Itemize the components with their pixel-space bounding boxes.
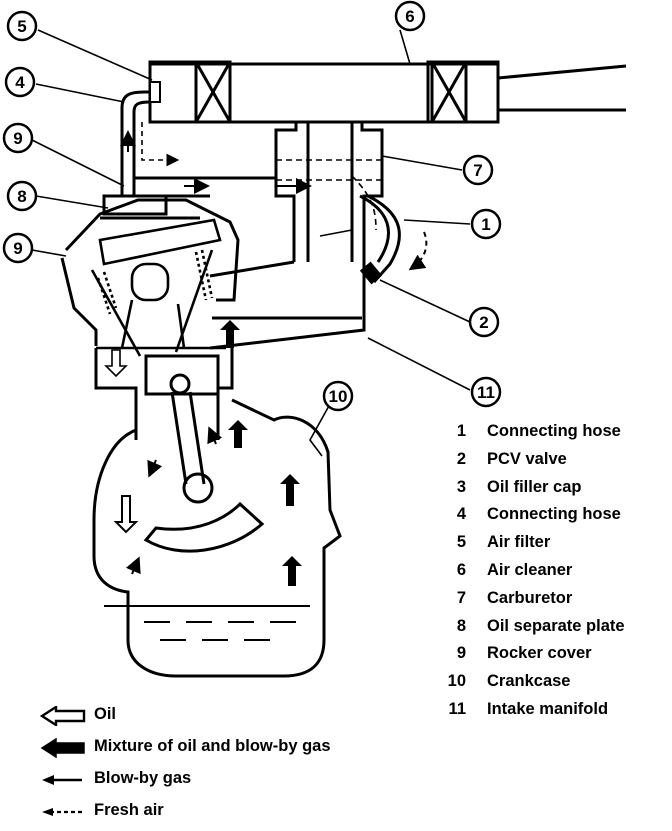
leader-lines bbox=[31, 29, 471, 457]
air-filter bbox=[149, 81, 161, 103]
svg-text:7: 7 bbox=[473, 161, 482, 180]
crankcase-flow-arrows bbox=[104, 320, 302, 586]
legend-item-fresh-air: Fresh air bbox=[40, 799, 460, 831]
svg-text:4: 4 bbox=[15, 73, 25, 92]
engine-block bbox=[94, 348, 265, 553]
svg-text:11: 11 bbox=[477, 383, 495, 402]
callout-7: 7 bbox=[462, 154, 494, 186]
legend-item-blow-by-gas: Blow-by gas bbox=[40, 767, 460, 799]
parts-list-item: 5 Air filter bbox=[436, 533, 672, 561]
part-name: Rocker cover bbox=[487, 644, 592, 663]
dashed-arrow-icon bbox=[42, 808, 82, 816]
part-number: 5 bbox=[456, 533, 466, 552]
part-name: Carburetor bbox=[487, 588, 573, 607]
legend-item-mixture: Mixture of oil and blow-by gas bbox=[40, 735, 460, 767]
part-name: Oil separate plate bbox=[487, 616, 625, 635]
parts-list-item: 10 Crankcase bbox=[436, 672, 672, 700]
part-number: 2 bbox=[456, 449, 466, 468]
parts-list-item: 2 PCV valve bbox=[436, 450, 672, 478]
part-number: 8 bbox=[456, 616, 466, 635]
callout-6: 6 bbox=[394, 0, 426, 32]
part-number: 4 bbox=[456, 505, 466, 524]
legend-label: Oil bbox=[94, 705, 117, 723]
part-number: 7 bbox=[456, 588, 466, 607]
parts-list-item: 3 Oil filler cap bbox=[436, 478, 672, 506]
svg-text:9: 9 bbox=[13, 129, 22, 148]
parts-list-item: 1 Connecting hose bbox=[436, 422, 672, 450]
svg-text:2: 2 bbox=[479, 313, 488, 332]
part-name: PCV valve bbox=[487, 449, 567, 468]
legend-label: Mixture of oil and blow-by gas bbox=[94, 737, 331, 755]
part-number: 9 bbox=[456, 644, 466, 663]
part-number: 10 bbox=[447, 672, 466, 691]
svg-text:9: 9 bbox=[13, 239, 22, 258]
pcv-valve bbox=[359, 261, 383, 285]
part-name: Crankcase bbox=[487, 672, 571, 691]
part-name: Connecting hose bbox=[487, 422, 621, 440]
callout-9-cover: 9 bbox=[2, 232, 34, 264]
cylinder-head bbox=[90, 218, 226, 357]
legend: Oil Mixture of oil and blow-by gas Blow-… bbox=[40, 703, 460, 831]
svg-text:5: 5 bbox=[17, 17, 26, 36]
callout-9-cap: 9 bbox=[2, 122, 34, 154]
thin-arrow-icon bbox=[42, 775, 82, 785]
callout-8: 8 bbox=[6, 180, 38, 212]
part-name: Intake manifold bbox=[487, 699, 609, 718]
parts-list-item: 6 Air cleaner bbox=[436, 561, 672, 589]
callout-1: 1 bbox=[470, 208, 502, 240]
part-number: 3 bbox=[456, 477, 466, 496]
intake-manifold bbox=[209, 260, 366, 350]
callout-5: 5 bbox=[6, 10, 38, 42]
parts-list-item: 9 Rocker cover bbox=[436, 644, 672, 672]
legend-item-oil: Oil bbox=[40, 703, 460, 735]
legend-label: Blow-by gas bbox=[94, 769, 192, 787]
callout-11: 11 bbox=[470, 376, 502, 408]
connecting-hose-4 bbox=[120, 90, 180, 196]
parts-list-item: 11 Intake manifold bbox=[436, 700, 672, 728]
part-name: Connecting hose bbox=[487, 505, 621, 524]
callout-4: 4 bbox=[4, 66, 36, 98]
connecting-hose-1 bbox=[319, 194, 428, 283]
svg-text:10: 10 bbox=[329, 387, 348, 406]
solid-arrow-icon bbox=[40, 738, 85, 758]
legend-label: Fresh air bbox=[94, 801, 164, 819]
parts-list-item: 7 Carburetor bbox=[436, 589, 672, 617]
part-name: Air cleaner bbox=[487, 560, 573, 579]
callout-10: 10 bbox=[322, 380, 354, 412]
svg-text:1: 1 bbox=[481, 215, 490, 234]
hollow-arrow-icon bbox=[40, 706, 86, 726]
svg-text:8: 8 bbox=[17, 187, 26, 206]
crankcase bbox=[92, 398, 342, 678]
parts-list-item: 4 Connecting hose bbox=[436, 505, 672, 533]
air-cleaner bbox=[148, 60, 627, 124]
part-name: Air filter bbox=[487, 533, 551, 552]
parts-list-item: 8 Oil separate plate bbox=[436, 617, 672, 645]
part-number: 6 bbox=[456, 560, 466, 579]
part-number: 1 bbox=[456, 422, 466, 440]
part-name: Oil filler cap bbox=[487, 477, 582, 496]
callout-markers: 1 2 5 4 9 8 9 6 7 11 10 bbox=[2, 0, 502, 412]
part-number: 11 bbox=[448, 699, 466, 718]
callout-2: 2 bbox=[468, 306, 500, 338]
svg-text:6: 6 bbox=[405, 7, 414, 26]
carburetor bbox=[274, 122, 384, 262]
